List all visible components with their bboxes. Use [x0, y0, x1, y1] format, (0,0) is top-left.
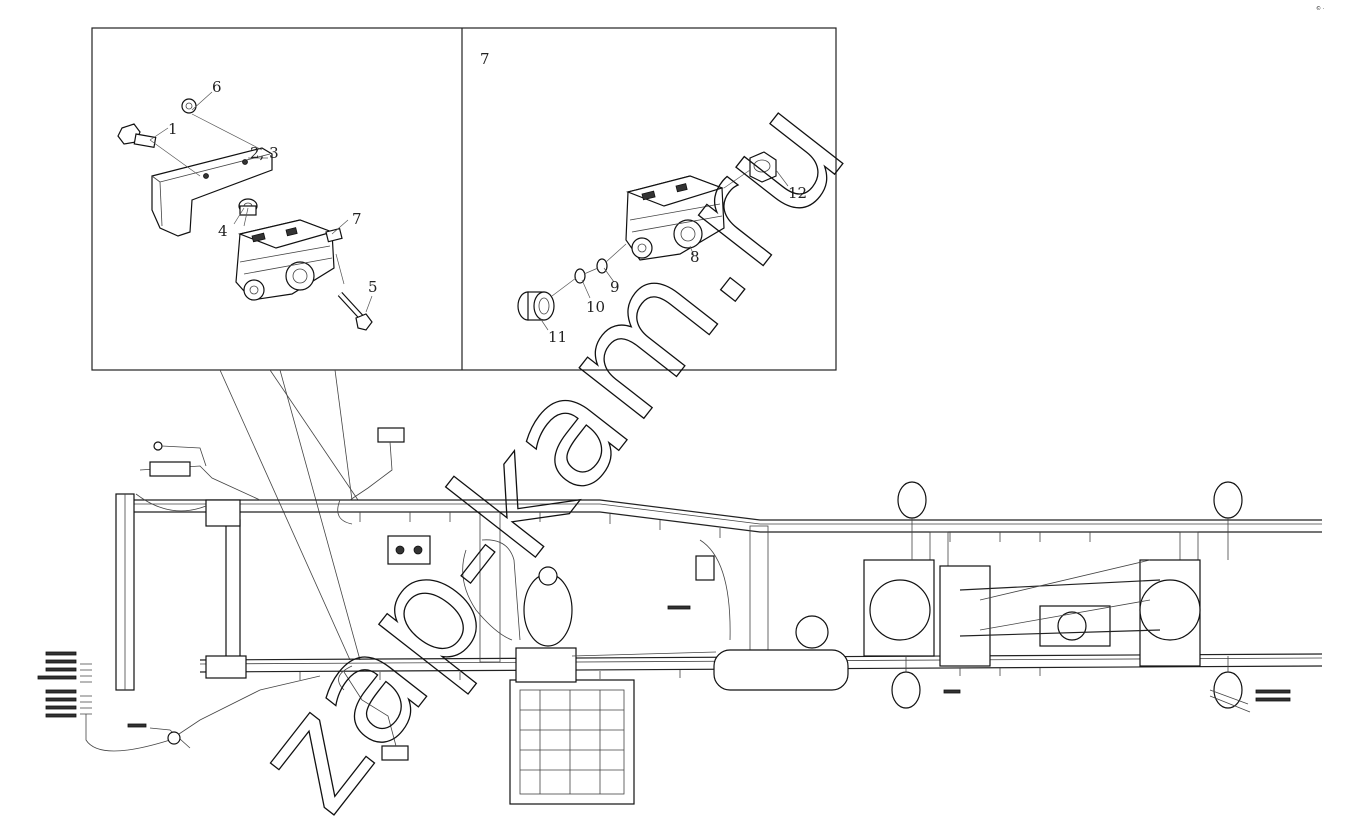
cap-part-12: [749, 151, 777, 183]
bracket-part-2-3: [151, 147, 273, 237]
callout-2-3: 2, 3: [250, 144, 279, 162]
corner-mark: © ·: [1316, 5, 1325, 12]
callout-10: 10: [586, 298, 605, 316]
propshaft-air-tank: [571, 539, 849, 691]
callout-5: 5: [368, 278, 378, 296]
detail-panels: [91, 27, 837, 661]
valve-part-7: [235, 219, 343, 301]
callout-6: 6: [212, 78, 222, 96]
detail-right-assembly: [517, 151, 789, 331]
detail-right-title: 7: [480, 50, 490, 68]
callout-4: 4: [218, 222, 228, 240]
fuel-tank: [509, 679, 635, 805]
valve-part-8: [625, 175, 725, 261]
engine-gearbox: [387, 535, 577, 683]
drawing-annotations: [37, 605, 1291, 728]
nut-part-6: [181, 98, 197, 114]
sleeve-part-11: [517, 291, 555, 321]
callout-7: 7: [352, 210, 362, 228]
callout-8: 8: [690, 248, 700, 266]
bolt-part-5: [337, 291, 373, 331]
front-brake-chambers: [337, 427, 409, 761]
detail-left-assembly: [117, 91, 373, 331]
callout-1: 1: [168, 120, 178, 138]
ring-part-10: [574, 268, 586, 284]
bolt-part-1: [117, 123, 157, 149]
callout-9: 9: [610, 278, 620, 296]
ring-part-9: [596, 258, 608, 274]
callout-12: 12: [788, 184, 807, 202]
callout-11: 11: [548, 328, 567, 346]
rear-tandem-axle: [863, 481, 1251, 713]
air-lines-left: [80, 663, 321, 752]
bushing-part-4: [238, 198, 258, 216]
